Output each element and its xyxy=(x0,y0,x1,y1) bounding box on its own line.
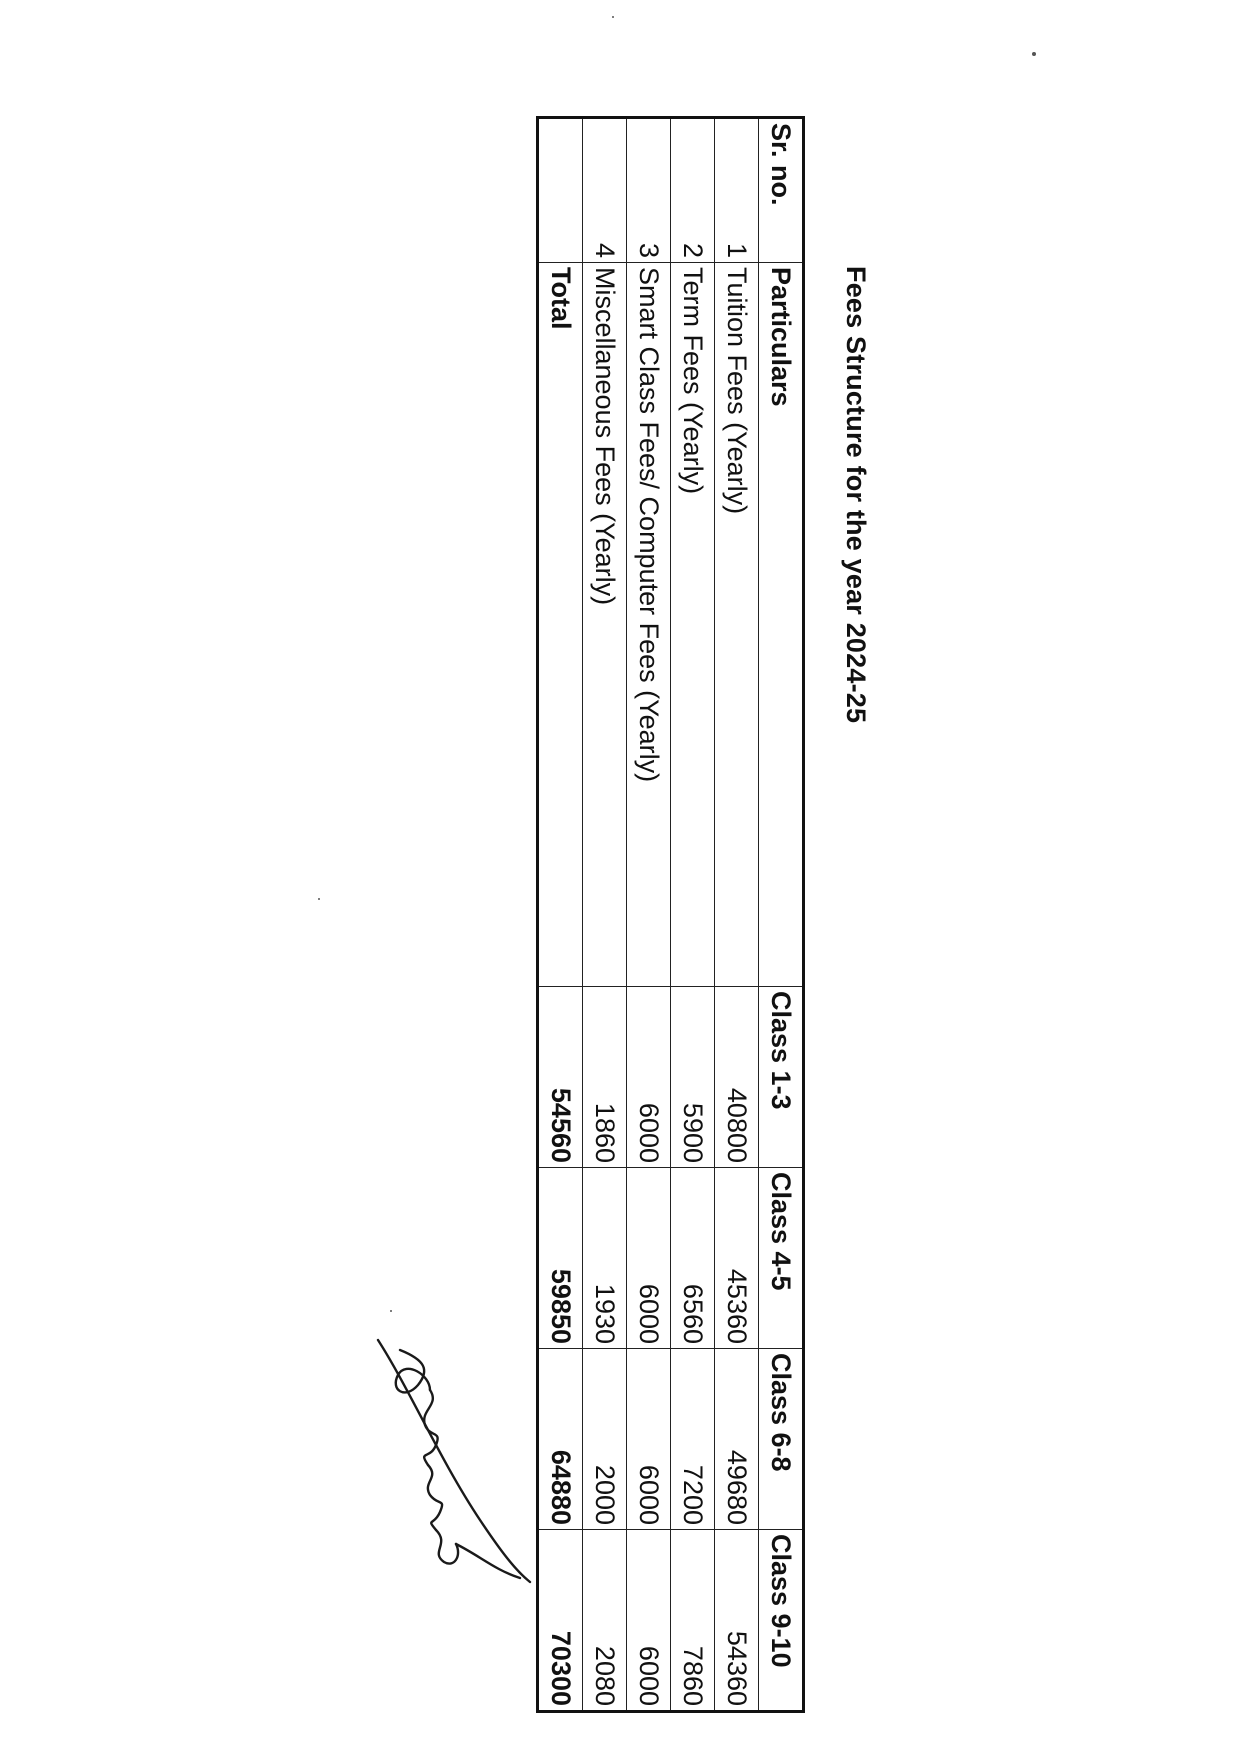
total-value: 54560 xyxy=(537,986,583,1168)
total-row: Total 54560 59850 64880 70300 xyxy=(537,117,583,1712)
table-row: 4 Miscellaneous Fees (Yearly) 1860 1930 … xyxy=(582,117,627,1712)
row-value: 45360 xyxy=(714,1167,759,1349)
document-title: Fees Structure for the year 2024-25 xyxy=(841,266,871,724)
row-value: 1930 xyxy=(582,1167,627,1349)
row-value: 2080 xyxy=(582,1529,627,1712)
row-value: 6000 xyxy=(626,1167,671,1349)
row-value: 6000 xyxy=(626,1529,671,1712)
row-value: 7200 xyxy=(670,1348,715,1530)
row-value: 5900 xyxy=(670,986,715,1168)
row-value: 40800 xyxy=(714,986,759,1168)
row-value: 1860 xyxy=(582,986,627,1168)
table-row: 1 Tuition Fees (Yearly) 40800 45360 4968… xyxy=(714,117,759,1712)
row-value: 6000 xyxy=(626,986,671,1168)
header-class-9-10: Class 9-10 xyxy=(758,1529,804,1712)
scan-speck xyxy=(1032,52,1036,56)
row-particular: Smart Class Fees/ Computer Fees (Yearly) xyxy=(626,262,671,987)
scan-speck xyxy=(318,898,320,900)
total-value: 59850 xyxy=(537,1167,583,1349)
total-label: Total xyxy=(537,262,583,987)
row-particular: Term Fees (Yearly) xyxy=(670,262,715,987)
header-class-6-8: Class 6-8 xyxy=(758,1348,804,1530)
signature-image xyxy=(376,1338,532,1584)
row-value: 49680 xyxy=(714,1348,759,1530)
table-header-row: Sr. no. Particulars Class 1-3 Class 4-5 … xyxy=(758,117,804,1712)
row-value: 6000 xyxy=(626,1348,671,1530)
total-value: 64880 xyxy=(537,1348,583,1530)
header-sr-no: Sr. no. xyxy=(758,117,804,263)
header-class-4-5: Class 4-5 xyxy=(758,1167,804,1349)
row-value: 6560 xyxy=(670,1167,715,1349)
header-particulars: Particulars xyxy=(758,262,804,987)
row-particular: Tuition Fees (Yearly) xyxy=(714,262,759,987)
total-sr-empty xyxy=(537,117,583,263)
scan-speck xyxy=(612,16,614,18)
row-value: 7860 xyxy=(670,1529,715,1712)
row-value: 54360 xyxy=(714,1529,759,1712)
row-particular: Miscellaneous Fees (Yearly) xyxy=(582,262,627,987)
row-sr: 4 xyxy=(582,117,627,263)
row-sr: 1 xyxy=(714,117,759,263)
scan-speck xyxy=(390,1310,392,1312)
total-value: 70300 xyxy=(537,1529,583,1712)
table-row: 3 Smart Class Fees/ Computer Fees (Yearl… xyxy=(626,117,671,1712)
fees-table: Sr. no. Particulars Class 1-3 Class 4-5 … xyxy=(536,116,805,1713)
row-value: 2000 xyxy=(582,1348,627,1530)
header-class-1-3: Class 1-3 xyxy=(758,986,804,1168)
row-sr: 3 xyxy=(626,117,671,263)
row-sr: 2 xyxy=(670,117,715,263)
table-row: 2 Term Fees (Yearly) 5900 6560 7200 7860 xyxy=(670,117,715,1712)
